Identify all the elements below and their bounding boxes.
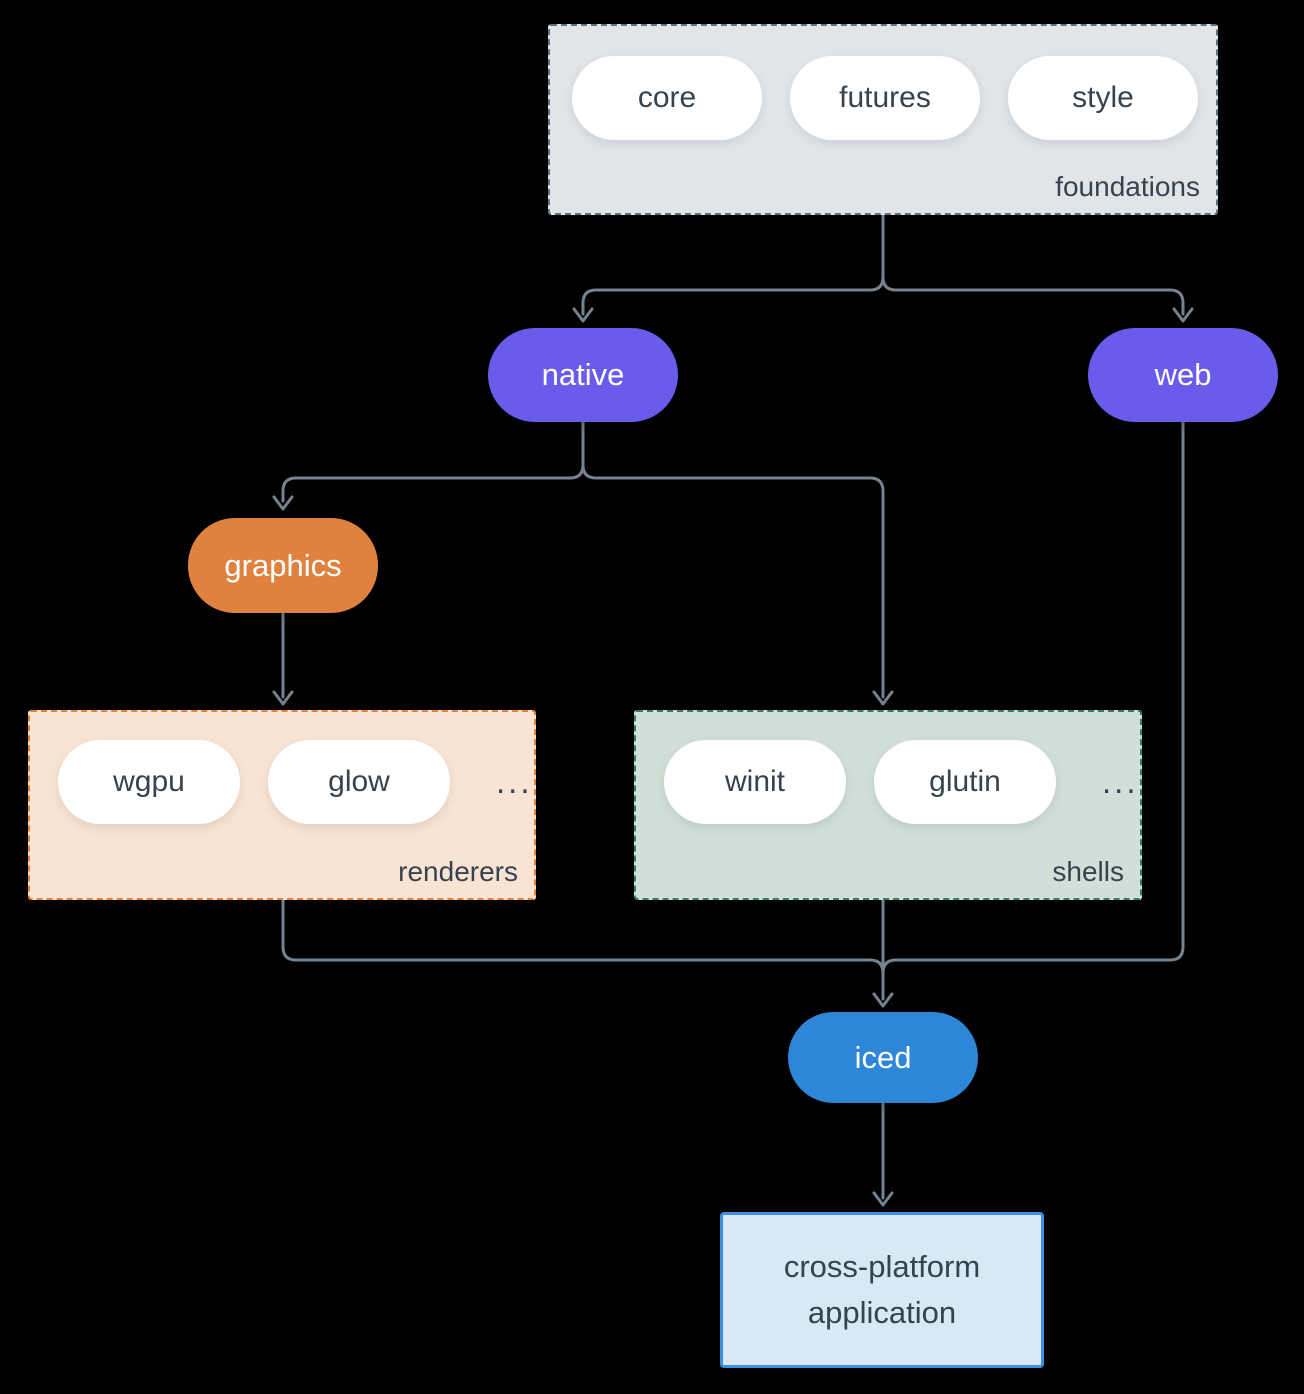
pill-style: style <box>1008 56 1198 140</box>
arrowhead-web <box>1172 307 1194 323</box>
pill-winit: winit <box>664 740 846 824</box>
arrowhead-renderers <box>272 690 294 706</box>
arrowhead-native <box>572 307 594 323</box>
shells-group: winit glutin ... shells <box>634 710 1142 900</box>
foundations-group: core futures style foundations <box>548 24 1218 215</box>
edge-foundations-native <box>581 213 885 316</box>
edge-native-shells <box>581 463 885 699</box>
node-web: web <box>1088 328 1278 422</box>
edge-renderers-merge <box>281 898 885 975</box>
arrowhead-graphics <box>272 495 294 511</box>
pill-core: core <box>572 56 762 140</box>
edge-native-graphics <box>281 420 585 503</box>
shells-label: shells <box>1052 856 1124 887</box>
app-label: cross-platform application <box>783 1248 981 1331</box>
foundations-pills: core futures style <box>550 26 1216 140</box>
renderers-group: wgpu glow ... renderers <box>28 710 536 900</box>
renderers-label: renderers <box>398 856 518 887</box>
foundations-label: foundations <box>1055 171 1200 202</box>
arrowhead-shells <box>872 690 894 706</box>
renderers-pills: wgpu glow ... <box>30 712 534 824</box>
node-iced: iced <box>788 1012 978 1103</box>
pill-glutin: glutin <box>874 740 1056 824</box>
arrowhead-iced <box>872 992 894 1008</box>
node-graphics: graphics <box>188 518 378 613</box>
app-box: cross-platform application <box>720 1212 1044 1368</box>
edge-foundations-web <box>881 275 1185 316</box>
pill-wgpu: wgpu <box>58 740 240 824</box>
pill-glow: glow <box>268 740 450 824</box>
renderers-ellipsis: ... <box>496 763 533 800</box>
pill-futures: futures <box>790 56 980 140</box>
node-native: native <box>488 328 678 422</box>
shells-pills: winit glutin ... <box>636 712 1140 824</box>
arrowhead-app <box>872 1191 894 1207</box>
shells-ellipsis: ... <box>1102 763 1139 800</box>
